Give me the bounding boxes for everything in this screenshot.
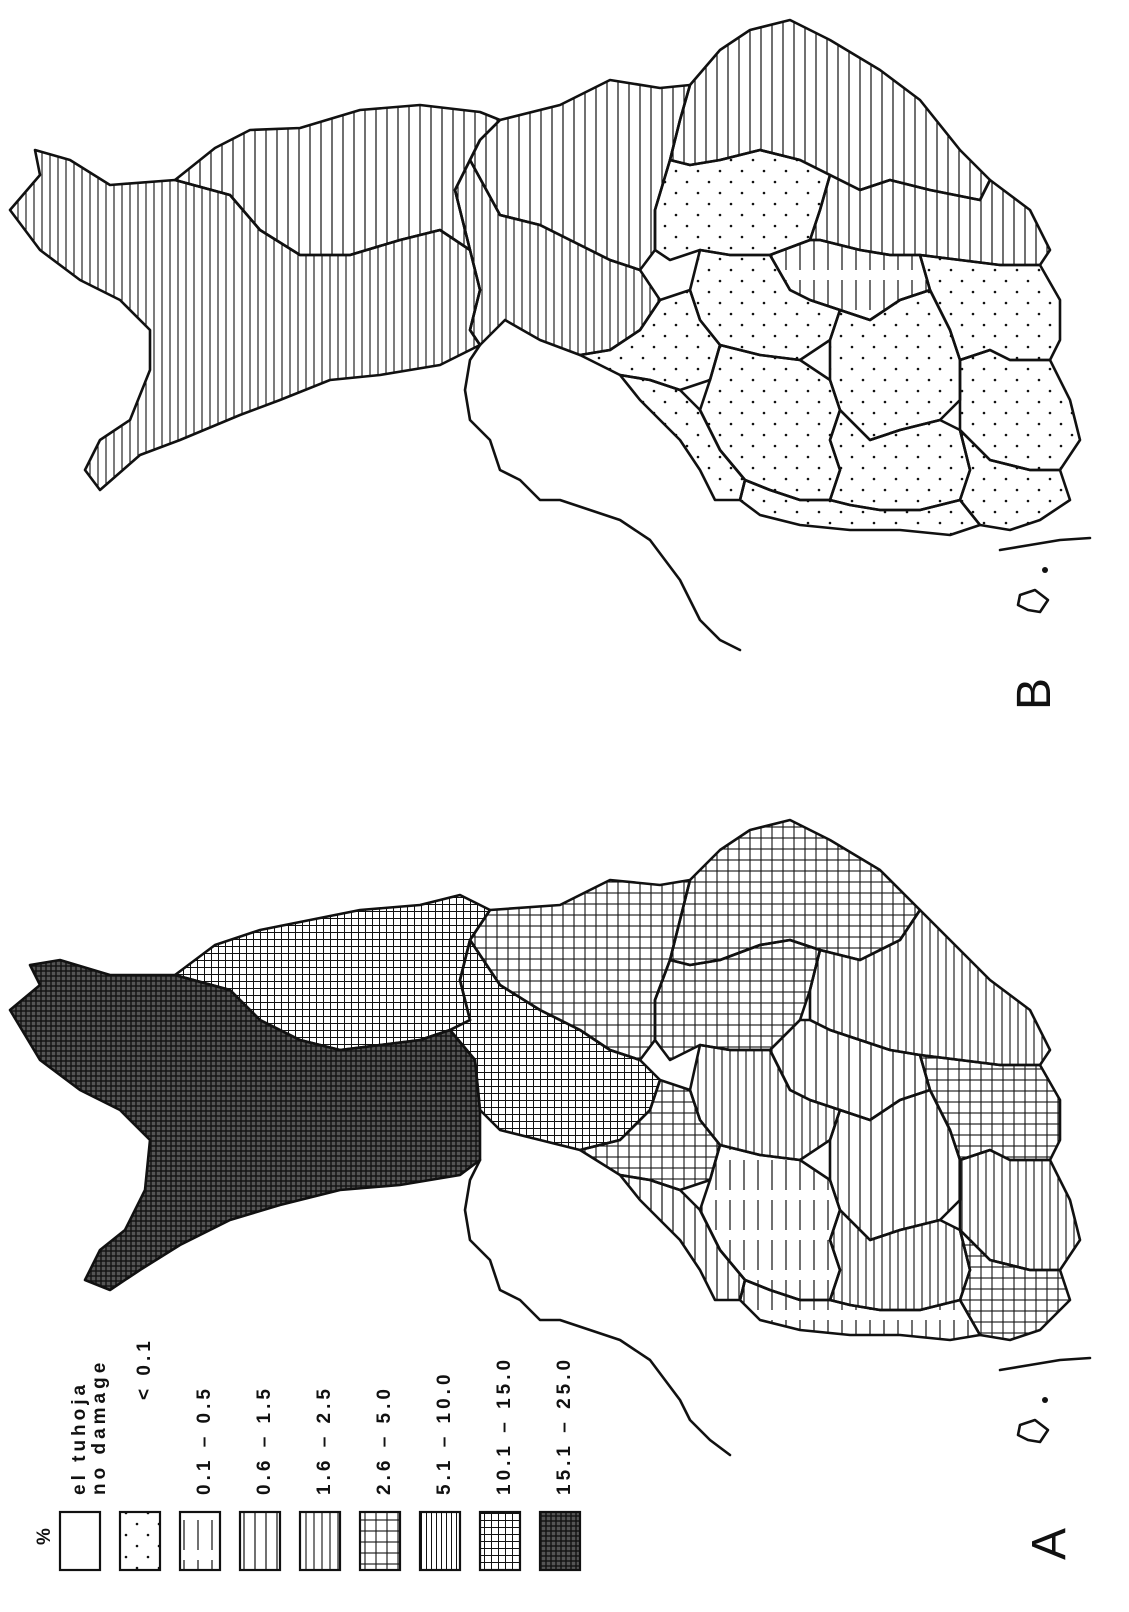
legend-swatch-no-damage [58, 1510, 102, 1572]
islet-a [1042, 1397, 1048, 1403]
legend-label-10-1-15-0: 10.1 – 15.0 [494, 1356, 515, 1495]
legend-swatch-5-1-10-0 [418, 1510, 462, 1572]
region-a-coast-south [738, 1278, 982, 1342]
panel-label-b: B [1008, 678, 1061, 710]
region-a-southwest [958, 1228, 1072, 1342]
legend-swatch-10-1-15-0 [478, 1510, 522, 1572]
panel-label-a: A [1023, 1528, 1076, 1560]
region-b-southwest [958, 428, 1072, 532]
legend-label-5-1-10-0: 5.1 – 10.0 [434, 1370, 455, 1495]
region-b-southeast [958, 348, 1082, 472]
region-a-southeast [958, 1148, 1082, 1272]
legend-label-1-6-2-5: 1.6 – 2.5 [314, 1385, 335, 1495]
legend-unit: % [34, 1524, 55, 1545]
shoreline-a-east [998, 1356, 1092, 1372]
legend-swatch-0-1-0-5 [178, 1510, 222, 1572]
map-b: B [8, 18, 1092, 710]
island-b [1016, 588, 1050, 614]
legend-label-0-1-0-5: 0.1 – 0.5 [194, 1385, 215, 1495]
islet-b [1042, 567, 1048, 573]
legend-swatch-0-6-1-5 [238, 1510, 282, 1572]
legend-label-lt-0-1: < 0.1 [134, 1337, 155, 1400]
legend-swatch-15-1-25-0 [538, 1510, 582, 1572]
island-a [1016, 1418, 1050, 1444]
shoreline-b-east [998, 536, 1092, 552]
legend-swatch-1-6-2-5 [298, 1510, 342, 1572]
legend-label-0-6-1-5: 0.6 – 1.5 [254, 1385, 275, 1495]
coastline-b [463, 343, 742, 652]
map-a: A [8, 818, 1092, 1560]
legend-label-no-damage-2: no damage [89, 1359, 110, 1495]
coastline-a [463, 1158, 732, 1457]
legend-swatch-2-6-5-0 [358, 1510, 402, 1572]
legend: % el tuhoja no damage < 0.1 0.1 – 0.5 0.… [34, 1337, 582, 1572]
legend-label-15-1-25-0: 15.1 – 25.0 [554, 1356, 575, 1495]
legend-label-no-damage-1: el tuhoja [69, 1381, 90, 1495]
region-b-coast-south [738, 478, 982, 537]
legend-swatch-lt-0-1 [118, 1510, 162, 1572]
legend-label-2-6-5-0: 2.6 – 5.0 [374, 1385, 395, 1495]
